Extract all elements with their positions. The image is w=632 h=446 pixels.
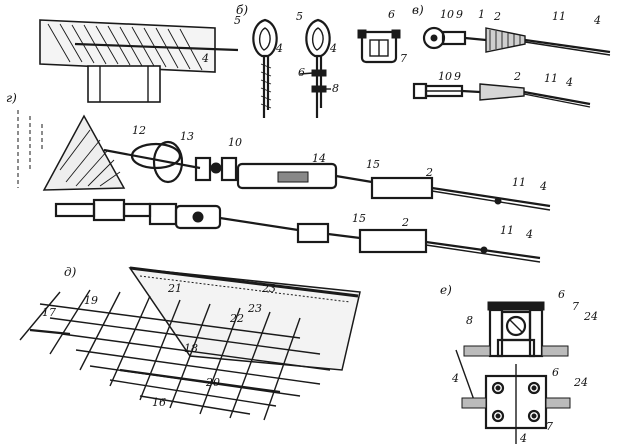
label-21: 21 bbox=[167, 282, 182, 295]
label-2-low: 2 bbox=[513, 70, 521, 83]
label-23: 23 bbox=[261, 282, 276, 295]
label-9-top: 9 bbox=[456, 8, 463, 21]
panel-g-label: г) bbox=[6, 91, 17, 105]
label-8-e: 8 bbox=[466, 314, 473, 327]
label-24-e-bottom: 24 bbox=[573, 376, 588, 389]
label-19: 19 bbox=[84, 294, 98, 307]
label-23b: 23 bbox=[247, 302, 262, 315]
label-11-top: 11 bbox=[552, 10, 566, 23]
label-15-upper: 15 bbox=[366, 158, 380, 171]
label-22: 22 bbox=[229, 312, 244, 325]
label-10-g: 10 bbox=[228, 136, 242, 149]
label-7-e-bottom: 7 bbox=[546, 420, 553, 433]
label-2-lower: 2 bbox=[401, 216, 409, 229]
label-18: 18 bbox=[184, 342, 198, 355]
label-2-upper: 2 bbox=[425, 166, 433, 179]
label-16: 16 bbox=[152, 396, 166, 409]
label-14: 14 bbox=[312, 152, 326, 165]
label-11-low: 11 bbox=[544, 72, 558, 85]
label-10-low: 10 bbox=[438, 70, 452, 83]
label-4-lower: 4 bbox=[525, 228, 533, 241]
panel-v-label: в) bbox=[412, 3, 424, 17]
label-4-loop2: 4 bbox=[329, 42, 337, 55]
panel-b-label: б) bbox=[236, 3, 248, 17]
label-15-lower: 15 bbox=[352, 212, 366, 225]
label-4-e-left: 4 bbox=[451, 372, 459, 385]
label-24-e-top: 24 bbox=[583, 310, 598, 323]
label-1-top: 1 bbox=[478, 8, 485, 21]
label-6-clamp: 6 bbox=[388, 8, 395, 21]
label-5-left: 5 bbox=[234, 14, 241, 27]
label-17: 17 bbox=[42, 306, 56, 319]
label-11-lower: 11 bbox=[500, 224, 514, 237]
label-5-right: 5 bbox=[296, 10, 303, 23]
label-4-anchor: 4 bbox=[201, 52, 209, 65]
turnbuckle-figure: г) 12 13 10 14 15 2 11 4 bbox=[6, 91, 551, 263]
label-11-upper: 11 bbox=[512, 176, 526, 189]
panel-d-label: д) bbox=[64, 265, 77, 279]
wedge-socket-figure: в) 10 9 1 2 11 4 10 9 2 11 4 bbox=[412, 3, 611, 108]
label-6-e-top: 6 bbox=[558, 288, 565, 301]
label-2-top: 2 bbox=[493, 10, 501, 23]
thimble-loops-figure: б) 5 5 4 4 6 8 6 7 bbox=[234, 3, 407, 118]
label-6-clip: 6 bbox=[298, 66, 305, 79]
label-4-loop: 4 bbox=[275, 42, 283, 55]
label-13: 13 bbox=[180, 130, 194, 143]
label-7-clamp: 7 bbox=[400, 52, 407, 65]
label-10-top: 10 bbox=[440, 8, 454, 21]
label-8-clip: 8 bbox=[332, 82, 339, 95]
label-4-upper: 4 bbox=[539, 180, 547, 193]
label-9-low: 9 bbox=[454, 70, 461, 83]
label-4-top: 4 bbox=[593, 14, 601, 27]
mesh-net-figure: д) 19 17 21 23 23 22 18 bbox=[19, 265, 361, 421]
panel-e-label: е) bbox=[440, 283, 452, 297]
label-6-e-bottom: 6 bbox=[552, 366, 559, 379]
anchor-block-figure: 4 bbox=[39, 19, 239, 103]
label-4-low: 4 bbox=[565, 76, 573, 89]
label-4-e-bottom: 4 bbox=[519, 432, 527, 445]
label-7-e-top: 7 bbox=[572, 300, 579, 313]
label-20: 20 bbox=[205, 376, 220, 389]
cable-clamp-figure: е) 6 7 24 8 4 6 24 7 4 bbox=[440, 283, 598, 445]
label-12: 12 bbox=[132, 124, 146, 137]
